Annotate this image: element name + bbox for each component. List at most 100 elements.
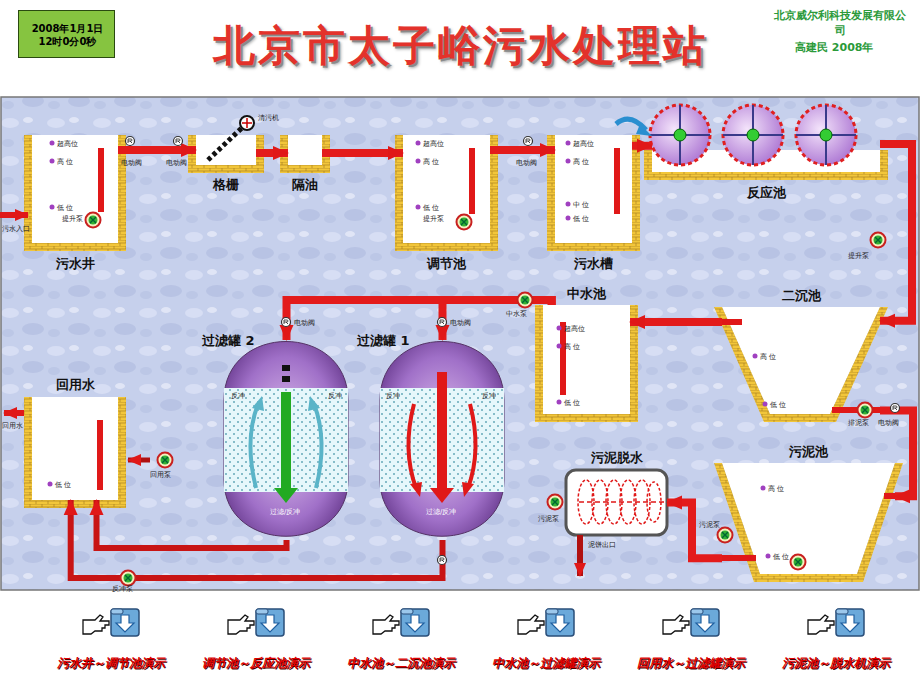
tank-label: 中水池 xyxy=(567,285,606,303)
button-icon-part xyxy=(406,615,424,632)
tag-label: 超高位 xyxy=(573,139,594,149)
level-sensor xyxy=(557,326,562,331)
tank: 中水池 xyxy=(543,305,630,414)
pump-symbol xyxy=(158,453,173,468)
level-sensor xyxy=(50,205,55,210)
tag-label: 污水入口 xyxy=(2,224,30,234)
tag-label: 电动阀 xyxy=(121,158,142,168)
pipe-arrow xyxy=(97,500,287,548)
button-icon-part xyxy=(373,615,399,634)
tag-label: 低 位 xyxy=(573,214,589,224)
pump-symbol xyxy=(718,528,733,543)
level-sensor xyxy=(566,159,571,164)
pump-symbol xyxy=(121,571,136,586)
tank: 回用水 xyxy=(32,397,118,500)
button-icon-part xyxy=(663,615,689,634)
tank-wall xyxy=(24,397,126,508)
grease-trap: 隔油 xyxy=(288,135,322,165)
inner-pipe xyxy=(469,148,475,214)
pipe-arrow xyxy=(632,142,652,150)
button-icon-part xyxy=(518,615,544,634)
filter-tank xyxy=(274,488,298,503)
button-icon-part xyxy=(256,609,268,614)
tag-label: 低 位 xyxy=(773,552,789,562)
screen-conveyor xyxy=(242,118,252,128)
button-label: 回用水～过滤罐演示 xyxy=(637,655,745,672)
tank: 调节池 xyxy=(403,135,490,243)
tank-label: 回用水 xyxy=(56,376,95,394)
tag-label: 低 位 xyxy=(423,203,439,213)
pipe-arrow xyxy=(322,149,403,157)
valve-symbol xyxy=(174,137,183,146)
button-icon xyxy=(226,606,286,638)
pump-symbol xyxy=(86,213,886,586)
pipe-arrow xyxy=(256,149,288,157)
pump-symbol xyxy=(791,555,806,570)
reaction-disc xyxy=(616,105,856,165)
button-label: 污水井～调节池演示 xyxy=(57,655,165,672)
button-icon-part xyxy=(401,609,413,614)
settling-tank: 二沉池 xyxy=(722,307,880,422)
tag-label: 电动阀 xyxy=(166,158,187,168)
button-label: 调节池～反应池演示 xyxy=(202,655,310,672)
button-icon xyxy=(81,606,141,638)
tank-wall xyxy=(188,135,264,173)
tag-label: 回用水 xyxy=(2,421,23,431)
tank-label: 格栅 xyxy=(213,176,239,194)
demo-button: 调节池～反应池演示 xyxy=(187,604,325,674)
tank-label: 污泥池 xyxy=(789,443,828,461)
filter-tank xyxy=(281,392,291,488)
valve-symbol xyxy=(438,318,447,327)
tag-label: 过滤/反冲 xyxy=(270,507,300,517)
tank-wall xyxy=(32,135,118,243)
inner-pipe xyxy=(128,458,150,463)
level-sensor xyxy=(557,400,562,405)
tag-label: 电动阀 xyxy=(516,158,537,168)
filter-tank xyxy=(224,388,348,492)
tag-label: 高 位 xyxy=(57,157,73,167)
button-icon-part xyxy=(401,609,429,636)
button-icon-part xyxy=(546,609,558,614)
level-sensor xyxy=(761,486,766,491)
tag-label: 反冲泵 xyxy=(112,584,133,594)
tank-label: 污水槽 xyxy=(574,255,613,273)
tag-label: 高 位 xyxy=(760,352,776,362)
tank-wall xyxy=(403,135,490,243)
tank-wall xyxy=(288,135,322,165)
tag-label: 污泥泵 xyxy=(538,514,559,524)
filter-tank xyxy=(410,482,422,497)
inner-pipe xyxy=(98,148,104,212)
button-icon xyxy=(516,606,576,638)
tag-label: 低 位 xyxy=(55,480,71,490)
tag-label: 低 位 xyxy=(770,400,786,410)
tag-label: 过滤/反冲 xyxy=(426,507,456,517)
tank-wall xyxy=(547,135,640,251)
pipe-arrow xyxy=(118,146,196,154)
tag-label: 污泥泵 xyxy=(699,520,720,530)
level-sensor xyxy=(766,554,771,559)
tag-label: 提升泵 xyxy=(848,251,869,261)
tank-label: 二沉池 xyxy=(782,287,821,305)
tank-label: 调节池 xyxy=(427,255,466,273)
tag-label: 反冲 xyxy=(231,391,245,401)
button-icon-part xyxy=(691,609,703,614)
tag-label: 提升泵 xyxy=(423,214,444,224)
level-sensor xyxy=(416,159,421,164)
tag-label: 高 位 xyxy=(768,484,784,494)
tank-wall xyxy=(196,135,256,165)
pump-symbol xyxy=(86,213,101,228)
level-sensor xyxy=(566,202,571,207)
button-icon-part xyxy=(551,615,569,632)
tag-label: 高 位 xyxy=(564,342,580,352)
valve-symbol xyxy=(126,137,135,146)
pump-symbol xyxy=(457,215,472,230)
tag-label: 提升泵 xyxy=(62,214,83,224)
dewatering-machine xyxy=(578,501,664,503)
button-icon xyxy=(661,606,721,638)
filter-tank xyxy=(468,404,476,488)
tag-label: 排泥泵 xyxy=(848,418,869,428)
level-sensor xyxy=(566,216,571,221)
